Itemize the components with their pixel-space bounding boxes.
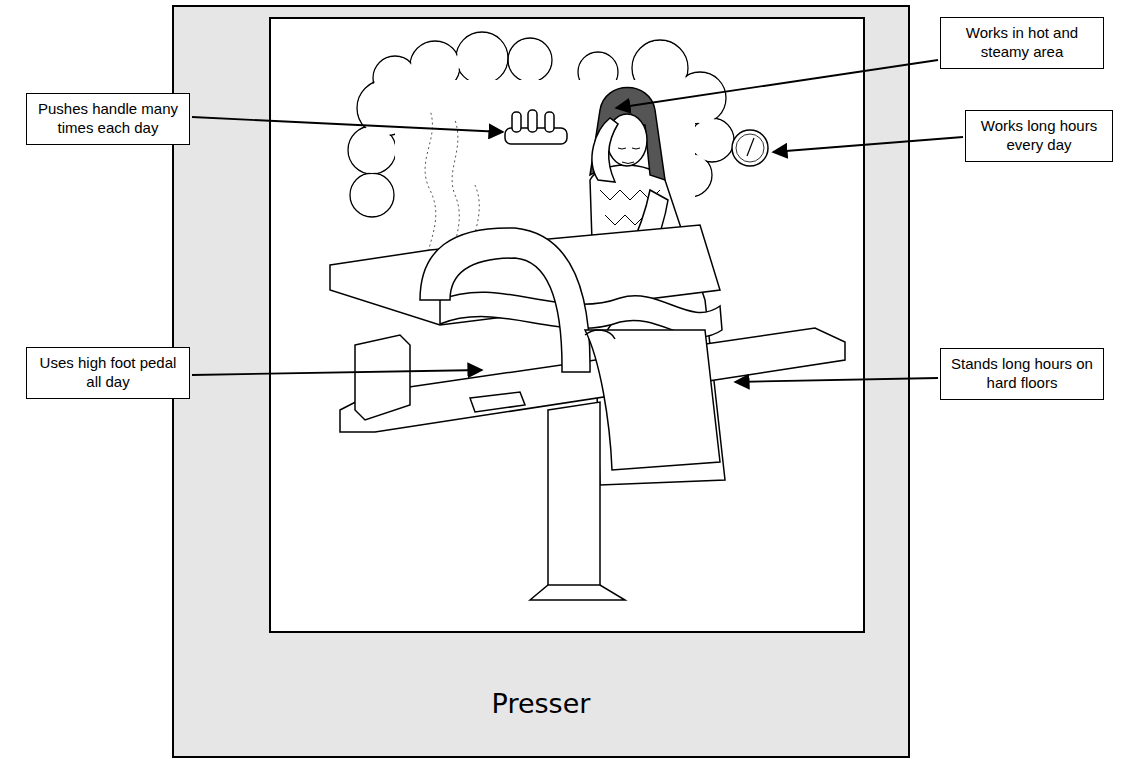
callout-text: Pushes handle many times each day: [27, 96, 189, 142]
wall-clock: [732, 130, 768, 166]
callout-box: Stands long hours on hard floors: [940, 348, 1104, 400]
callout-text: Stands long hours on hard floors: [941, 351, 1103, 397]
caption: Presser: [172, 688, 910, 719]
callout-box: Works long hours every day: [965, 110, 1113, 162]
callout-text: Uses high foot pedal all day: [27, 350, 189, 396]
callout-box: Uses high foot pedal all day: [26, 347, 190, 399]
picture-frame: [270, 18, 864, 632]
callout-text: Works long hours every day: [966, 113, 1112, 159]
callout-text: Works in hot and steamy area: [941, 20, 1103, 66]
press-machine: [330, 110, 845, 600]
leader-arrows: [192, 60, 963, 382]
callout-box: Works in hot and steamy area: [940, 17, 1104, 69]
callout-box: Pushes handle many times each day: [26, 93, 190, 145]
